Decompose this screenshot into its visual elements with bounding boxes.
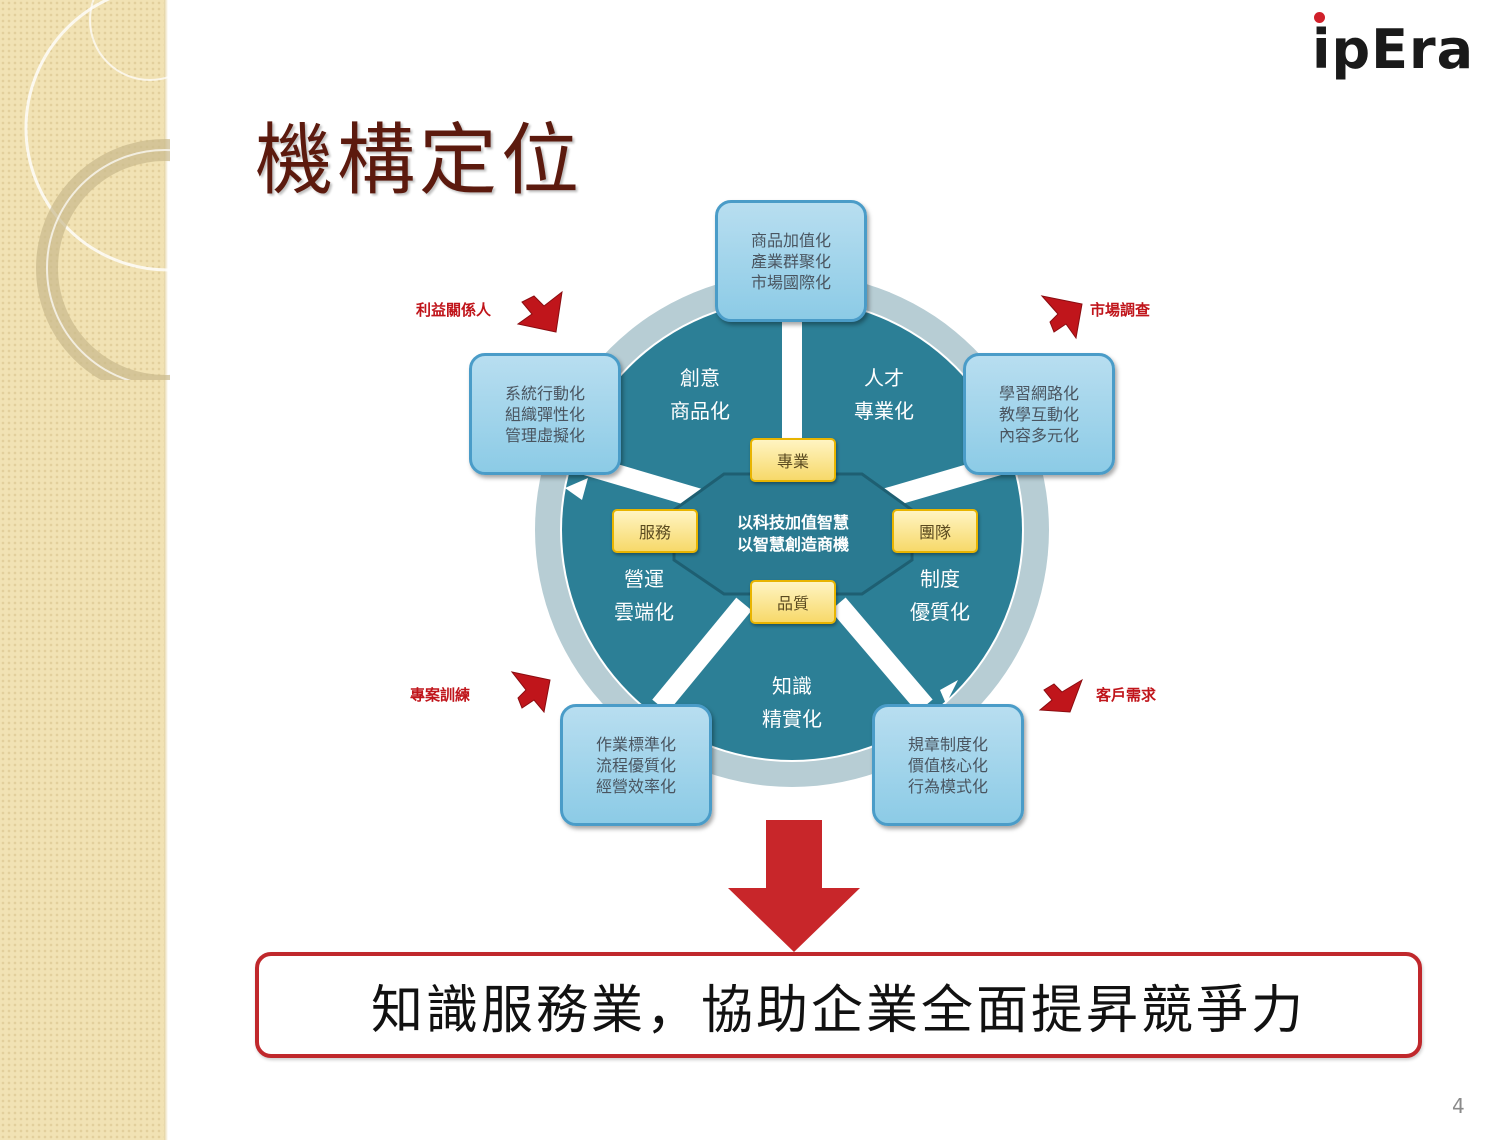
- tag-quality: 品質: [750, 580, 836, 624]
- box-top-left: 系統行動化組織彈性化管理虛擬化: [469, 353, 621, 475]
- ipera-logo: ipEra: [1312, 18, 1475, 81]
- arrow-project-training-icon: [510, 671, 551, 714]
- box-top-right: 學習網路化教學互動化內容多元化: [963, 353, 1115, 475]
- segment-talent: 人才專業化: [854, 366, 914, 423]
- label-stakeholders: 利益關係人: [416, 301, 492, 319]
- arrow-market-research-icon: [1040, 295, 1083, 340]
- tag-service: 服務: [612, 509, 698, 553]
- conclusion-box: 知識服務業，協助企業全面提昇競爭力: [255, 952, 1422, 1058]
- segment-knowledge: 知識精實化: [762, 674, 822, 731]
- band-edge: [164, 0, 168, 1140]
- tag-professional: 專業: [750, 438, 836, 482]
- ring-arrow-left: [565, 478, 588, 500]
- page-number: 4: [1452, 1094, 1465, 1118]
- box-bottom-left: 作業標準化流程優質化經營效率化: [560, 704, 712, 826]
- down-arrow-icon: [728, 820, 860, 952]
- center-text: 以科技加值智慧 以智慧創造商機: [736, 513, 849, 554]
- ring-arrow-right: [940, 680, 958, 704]
- arrow-stakeholders-icon: [516, 290, 563, 333]
- label-customer-needs: 客戶需求: [1096, 686, 1157, 704]
- page-title: 機構定位: [255, 116, 584, 206]
- box-bottom-right: 規章制度化價值核心化行為模式化: [872, 704, 1024, 826]
- conclusion-text: 知識服務業，協助企業全面提昇競爭力: [370, 980, 1306, 1041]
- label-market-research: 市場調查: [1090, 301, 1151, 319]
- segment-creative: 創意商品化: [670, 366, 730, 423]
- box-top: 商品加值化產業群聚化市場國際化: [715, 200, 867, 322]
- arrow-customer-needs-icon: [1038, 678, 1083, 713]
- tag-team: 團隊: [892, 509, 978, 553]
- label-project-training: 專案訓練: [410, 686, 471, 704]
- decorative-circles: [24, 0, 170, 380]
- logo-dot: [1314, 12, 1325, 23]
- segment-operation: 營運雲端化: [614, 567, 674, 624]
- segment-system: 制度優質化: [910, 567, 970, 624]
